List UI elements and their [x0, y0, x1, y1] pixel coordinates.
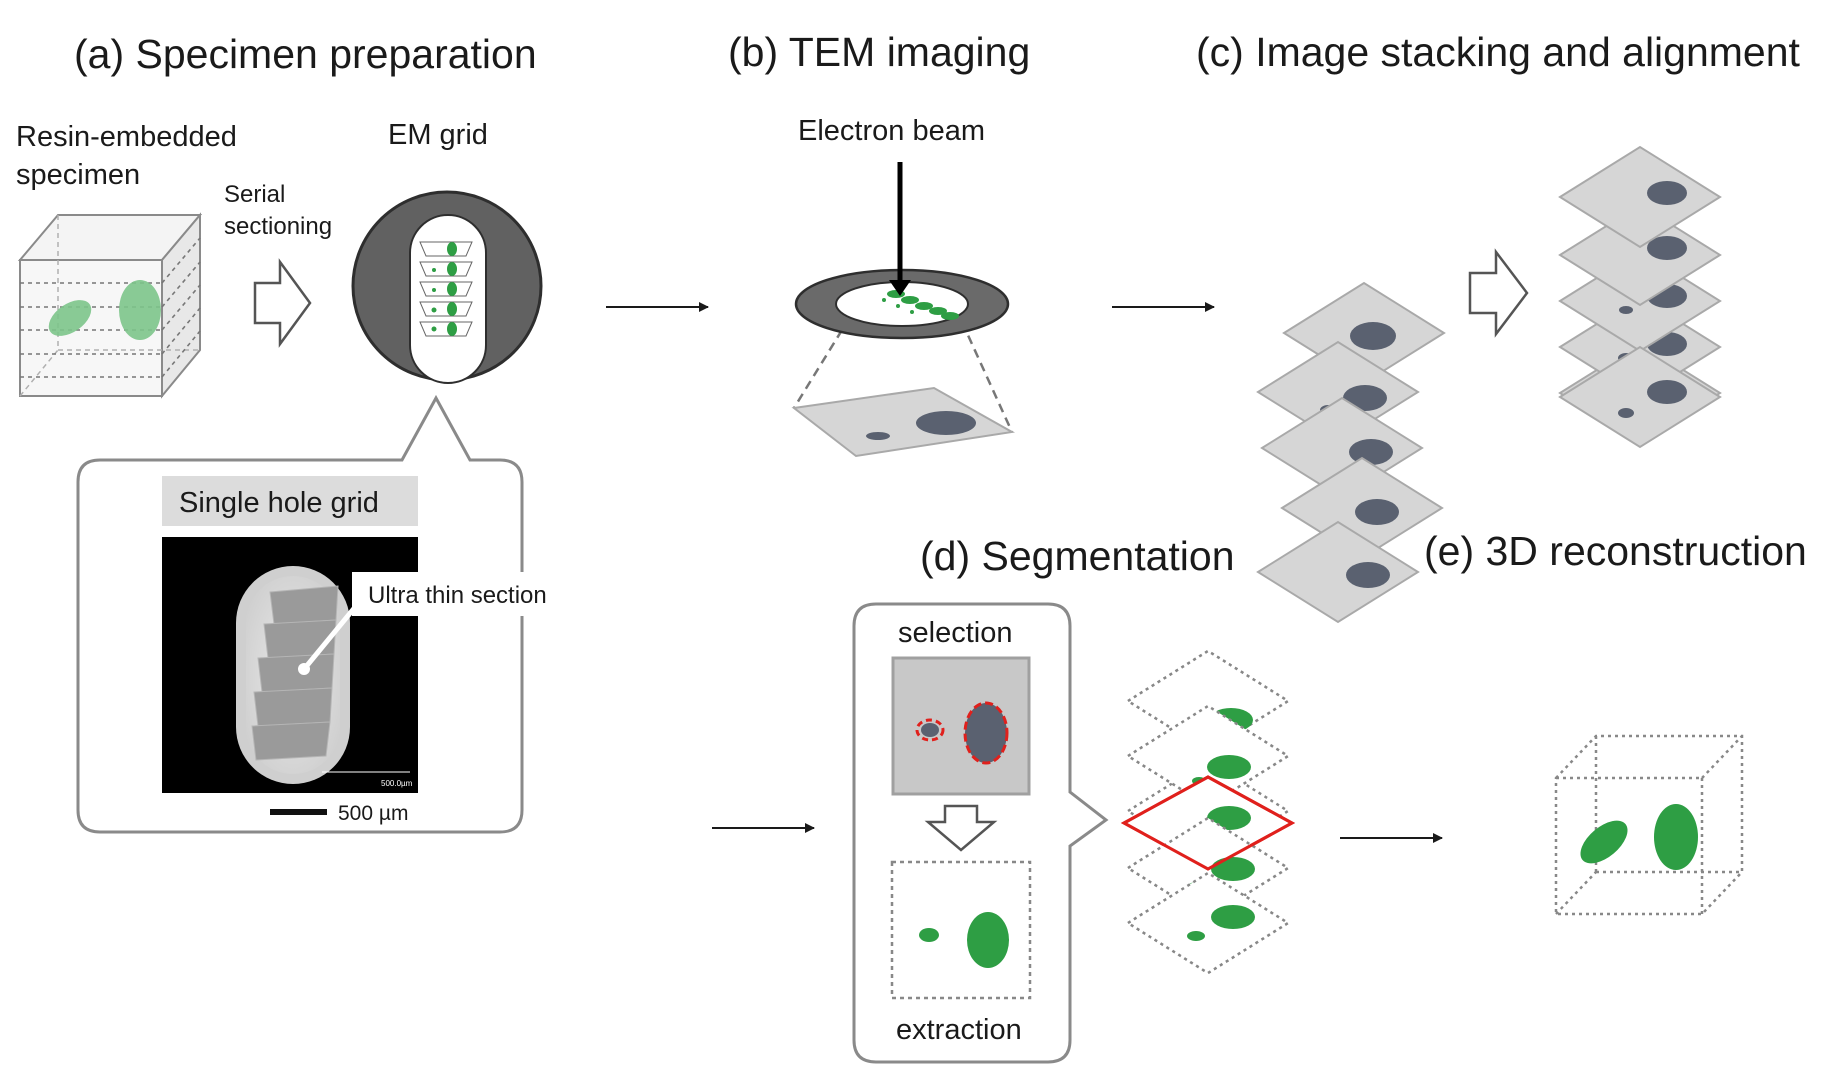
title-b: (b) TEM imaging	[728, 29, 1030, 75]
reconstructed-organelle-small	[1580, 820, 1628, 864]
micrograph-scale-text: 500.0µm	[381, 779, 413, 788]
resin-label-2: specimen	[16, 159, 140, 191]
cube-organelle-small	[48, 300, 92, 336]
alignment-arrow	[1468, 248, 1529, 338]
em-grid-label: EM grid	[388, 119, 488, 151]
reconstructed-organelle-large	[1654, 804, 1698, 870]
annotation-pointer	[303, 604, 358, 670]
tem-image-sheet	[791, 386, 1016, 458]
title-d: (d) Segmentation	[920, 533, 1235, 579]
em-grid	[351, 190, 543, 384]
title-e: (e) 3D reconstruction	[1424, 528, 1807, 574]
extraction-arrow	[924, 804, 998, 852]
panel-b: Electron beam	[791, 115, 1016, 458]
title-a: (a) Specimen preparation	[74, 31, 537, 77]
electron-beam-label: Electron beam	[798, 115, 985, 147]
reconstruction-box	[1554, 734, 1744, 916]
stack-unaligned	[1256, 281, 1446, 624]
callout-annotation: Ultra thin section	[368, 582, 547, 609]
scalebar-label: 500 µm	[338, 802, 408, 825]
serial-label-1: Serial	[224, 181, 285, 208]
panel-d: selection extraction	[852, 602, 1296, 1064]
serial-sectioning-arrow	[253, 258, 312, 348]
resin-cube	[17, 212, 203, 399]
grid-micrograph: 500.0µm	[162, 537, 418, 793]
panel-e	[1554, 734, 1744, 916]
extraction-label: extraction	[896, 1014, 1022, 1046]
callout-title: Single hole grid	[179, 487, 379, 519]
cube-organelle-large	[119, 280, 161, 340]
serial-label-2: sectioning	[224, 213, 332, 240]
selection-label: selection	[898, 617, 1012, 649]
annotation-dot	[298, 663, 310, 675]
panel-c	[1256, 145, 1722, 624]
resin-label-1: Resin-embedded	[16, 121, 237, 153]
title-c: (c) Image stacking and alignment	[1196, 29, 1801, 75]
extraction-image	[890, 860, 1032, 1000]
callout-title-box	[162, 476, 418, 526]
selection-image	[891, 656, 1031, 796]
panel-a: Resin-embedded specimen Serial sectionin…	[16, 119, 582, 834]
